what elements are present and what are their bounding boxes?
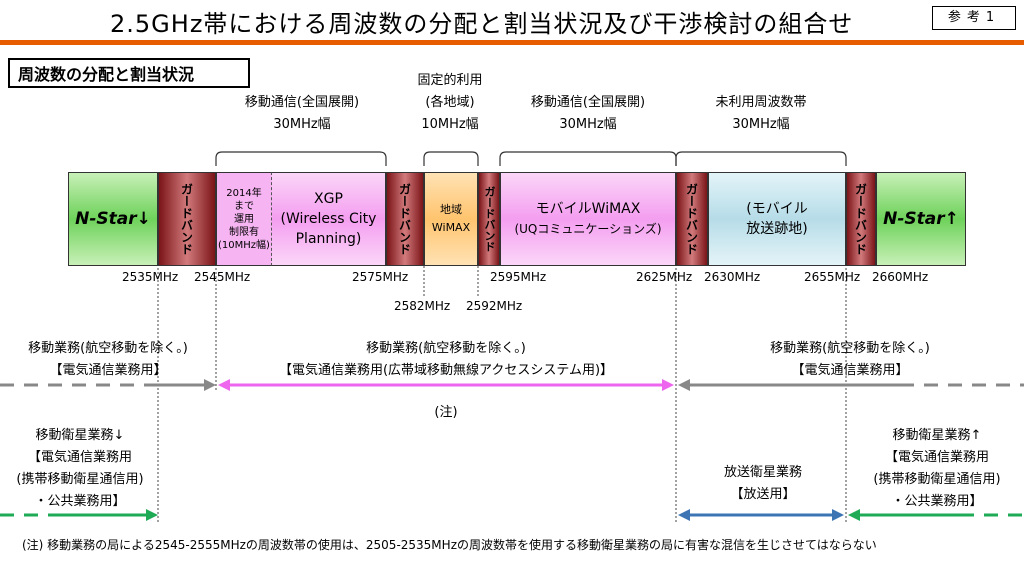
freq-2545: 2545MHz: [194, 270, 251, 284]
arrow-left-sat-head: [146, 509, 158, 521]
nstar-low-label: N-Star↓: [75, 209, 151, 229]
arrow-center-mobile-head-left: [218, 379, 230, 391]
xgp-note-line: 制限有: [229, 226, 259, 238]
brace-regional: [423, 151, 479, 166]
arrow-broadcast-head-right: [832, 509, 844, 521]
note-mark: (注): [434, 405, 458, 420]
xgp-operator: Planning): [295, 231, 362, 247]
band-nstar-low: N-Star↓: [68, 172, 158, 266]
service-use: 【電気通信業務用】: [49, 363, 167, 378]
section-title: 周波数の分配と割当状況: [8, 58, 250, 88]
freq-2595: 2595MHz: [490, 270, 547, 284]
band-nstar-high: N-Star↑: [876, 172, 966, 266]
service-center-mobile: 移動業務(航空移動を除く。) 【電気通信業務用(広帯域移動無線アクセスシステム用…: [216, 338, 676, 382]
reference-badge: 参考1: [932, 6, 1016, 30]
freq-2660: 2660MHz: [872, 270, 929, 284]
service-use: (携帯移動衛星通信用): [16, 472, 144, 487]
band-mobile-wimax: モバイルWiMAX (UQコミュニケーションズ): [500, 172, 676, 266]
header-width: 10MHz幅: [421, 117, 479, 132]
header-label: (各地域): [425, 95, 475, 110]
band-guard-3: ガードバンド: [478, 172, 500, 266]
header-label: 移動通信(全国展開): [244, 95, 360, 110]
nstar-high-label: N-Star↑: [883, 209, 959, 229]
band-guard-4: ガードバンド: [676, 172, 708, 266]
header-width: 30MHz幅: [273, 117, 331, 132]
band-regional-wimax: 地域 WiMAX: [424, 172, 478, 266]
freq-2575: 2575MHz: [352, 270, 409, 284]
band-xgp: XGP (Wireless City Planning): [272, 172, 386, 266]
service-use: ・公共業務用】: [891, 494, 983, 509]
xgp-note-line: 2014年: [226, 187, 262, 199]
header-regional-group: 固定的利用 (各地域) 10MHz幅: [400, 70, 500, 136]
service-name: 移動業務(航空移動を除く。): [770, 341, 930, 356]
service-use: 【放送用】: [730, 487, 796, 502]
service-use: 【電気通信業務用: [884, 450, 989, 465]
service-use: ・公共業務用】: [34, 494, 126, 509]
guard-band-label: ガードバンド: [853, 183, 868, 255]
freq-2582: 2582MHz: [394, 299, 451, 313]
guard-band-label: ガードバンド: [684, 183, 699, 255]
xgp-note-line: まで: [234, 200, 254, 212]
service-use: 【電気通信業務用】: [791, 363, 909, 378]
header-label: 移動通信(全国展開): [530, 95, 646, 110]
freq-2630: 2630MHz: [704, 270, 761, 284]
service-left-satellite: 移動衛星業務↓ 【電気通信業務用 (携帯移動衛星通信用) ・公共業務用】: [0, 425, 160, 513]
service-left-mobile: 移動業務(航空移動を除く。) 【電気通信業務用】: [0, 338, 216, 382]
broadcast-line: (モバイル: [746, 201, 808, 217]
arrow-broadcast-head-left: [678, 509, 690, 521]
header-wimax-group: 移動通信(全国展開) 30MHz幅: [500, 92, 676, 136]
header-label: 未利用周波数帯: [715, 95, 807, 110]
service-use: 【電気通信業務用(広帯域移動無線アクセスシステム用)】: [278, 363, 614, 378]
freq-2625: 2625MHz: [636, 270, 693, 284]
arrow-right-mobile-head: [678, 379, 690, 391]
broadcast-line: 放送跡地): [746, 221, 808, 237]
guard-band-label: ガードバンド: [179, 183, 194, 255]
header-width: 30MHz幅: [732, 117, 790, 132]
regional-line: WiMAX: [431, 221, 471, 234]
xgp-name: XGP: [314, 191, 343, 207]
header-label-top: 固定的利用: [417, 73, 483, 88]
service-name: 移動業務(航空移動を除く。): [28, 341, 188, 356]
arrow-center-mobile-head-right: [662, 379, 674, 391]
guard-band-label: ガードバンド: [483, 186, 496, 252]
xgp-note-line: 運用: [234, 213, 254, 225]
guard-band-label: ガードバンド: [397, 183, 412, 255]
service-use: (携帯移動衛星通信用): [873, 472, 1001, 487]
brace-unused: [675, 151, 847, 166]
service-broadcast-satellite: 放送衛星業務 【放送用】: [680, 462, 846, 506]
xgp-note-line: (10MHz幅): [218, 239, 270, 251]
band-xgp-restricted: 2014年 まで 運用 制限有 (10MHz幅): [216, 172, 272, 266]
brace-wimax: [499, 151, 677, 166]
xgp-operator: (Wireless City: [280, 211, 377, 227]
title-rule: [0, 40, 1024, 45]
brace-xgp: [215, 151, 387, 166]
band-guard-1: ガードバンド: [158, 172, 216, 266]
band-guard-5: ガードバンド: [846, 172, 876, 266]
band-guard-2: ガードバンド: [386, 172, 424, 266]
service-name: 移動衛星業務↑: [892, 428, 982, 443]
wimax-operator: (UQコミュニケーションズ): [514, 222, 662, 236]
service-name: 放送衛星業務: [723, 465, 802, 480]
header-unused-group: 未利用周波数帯 30MHz幅: [676, 92, 846, 136]
header-xgp-group: 移動通信(全国展開) 30MHz幅: [216, 92, 388, 136]
regional-line: 地域: [440, 203, 462, 216]
service-use: 【電気通信業務用: [27, 450, 132, 465]
header-width: 30MHz幅: [559, 117, 617, 132]
service-name: 移動衛星業務↓: [35, 428, 125, 443]
service-name: 移動業務(航空移動を除く。): [366, 341, 526, 356]
freq-2592: 2592MHz: [466, 299, 523, 313]
footnote: (注) 移動業務の局による2545-2555MHzの周波数帯の使用は、2505-…: [22, 538, 877, 552]
service-right-mobile: 移動業務(航空移動を除く。) 【電気通信業務用】: [700, 338, 1000, 382]
arrow-left-mobile-head: [204, 379, 216, 391]
arrow-right-sat-head: [848, 509, 860, 521]
page-title: 2.5GHz帯における周波数の分配と割当状況及び干渉検討の組合せ: [110, 10, 854, 38]
freq-2655: 2655MHz: [804, 270, 861, 284]
wimax-name: モバイルWiMAX: [535, 201, 641, 217]
service-right-satellite: 移動衛星業務↑ 【電気通信業務用 (携帯移動衛星通信用) ・公共業務用】: [850, 425, 1024, 513]
freq-2535: 2535MHz: [122, 270, 179, 284]
band-broadcast-vacant: (モバイル 放送跡地): [708, 172, 846, 266]
